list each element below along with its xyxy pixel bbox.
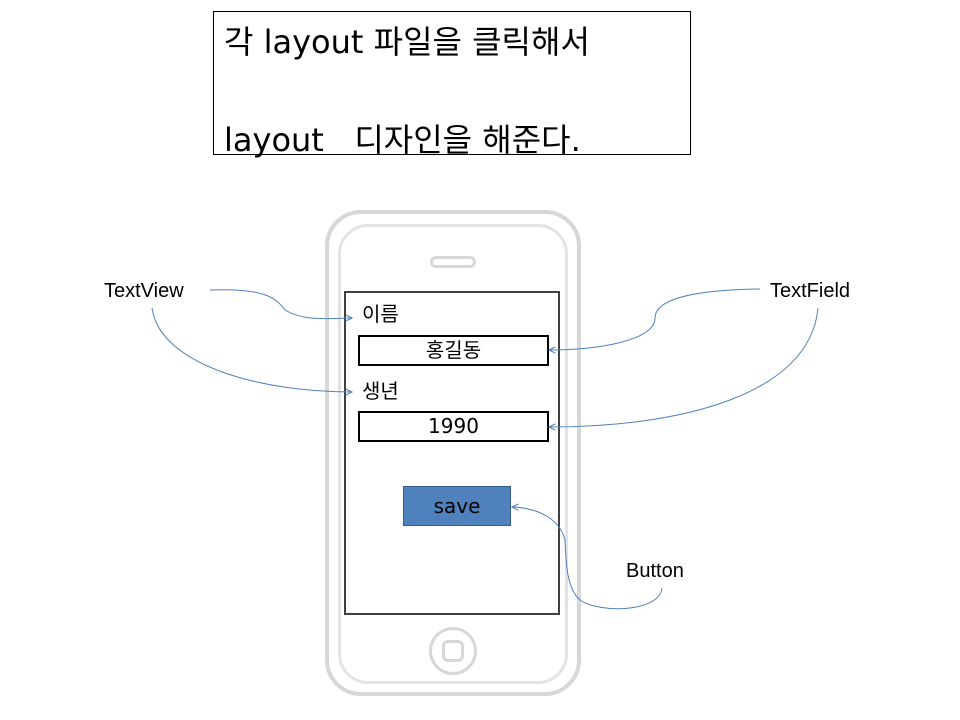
textview-to-year-label-arrow [151, 307, 352, 392]
phone-home-button-square [442, 640, 464, 662]
phone-inner-outline [338, 224, 568, 684]
caption-box: 각 layout 파일을 클릭해서 layout 디자인을 해준다. [213, 11, 691, 159]
save-button[interactable]: save [403, 486, 511, 526]
textview-callout: TextView [104, 280, 184, 302]
textfield-to-year-field-arrow [549, 307, 819, 427]
textfield-callout: TextField [770, 280, 851, 302]
phone-home-button [429, 627, 477, 675]
caption-line-1: 각 layout 파일을 클릭해서 [224, 23, 590, 61]
year-field[interactable]: 1990 [358, 411, 549, 442]
phone-speaker [430, 256, 476, 268]
textview-to-name-label-arrow [209, 289, 352, 319]
phone-outline [325, 210, 581, 696]
button-callout: Button [626, 560, 684, 582]
year-label: 생년 [362, 379, 399, 403]
name-field[interactable]: 홍길동 [358, 335, 549, 366]
name-label: 이름 [362, 302, 399, 326]
caption-line-2: layout 디자인을 해준다. [224, 121, 581, 159]
button-to-save-button-arrow [512, 507, 663, 610]
textfield-to-name-field-arrow [549, 288, 761, 350]
